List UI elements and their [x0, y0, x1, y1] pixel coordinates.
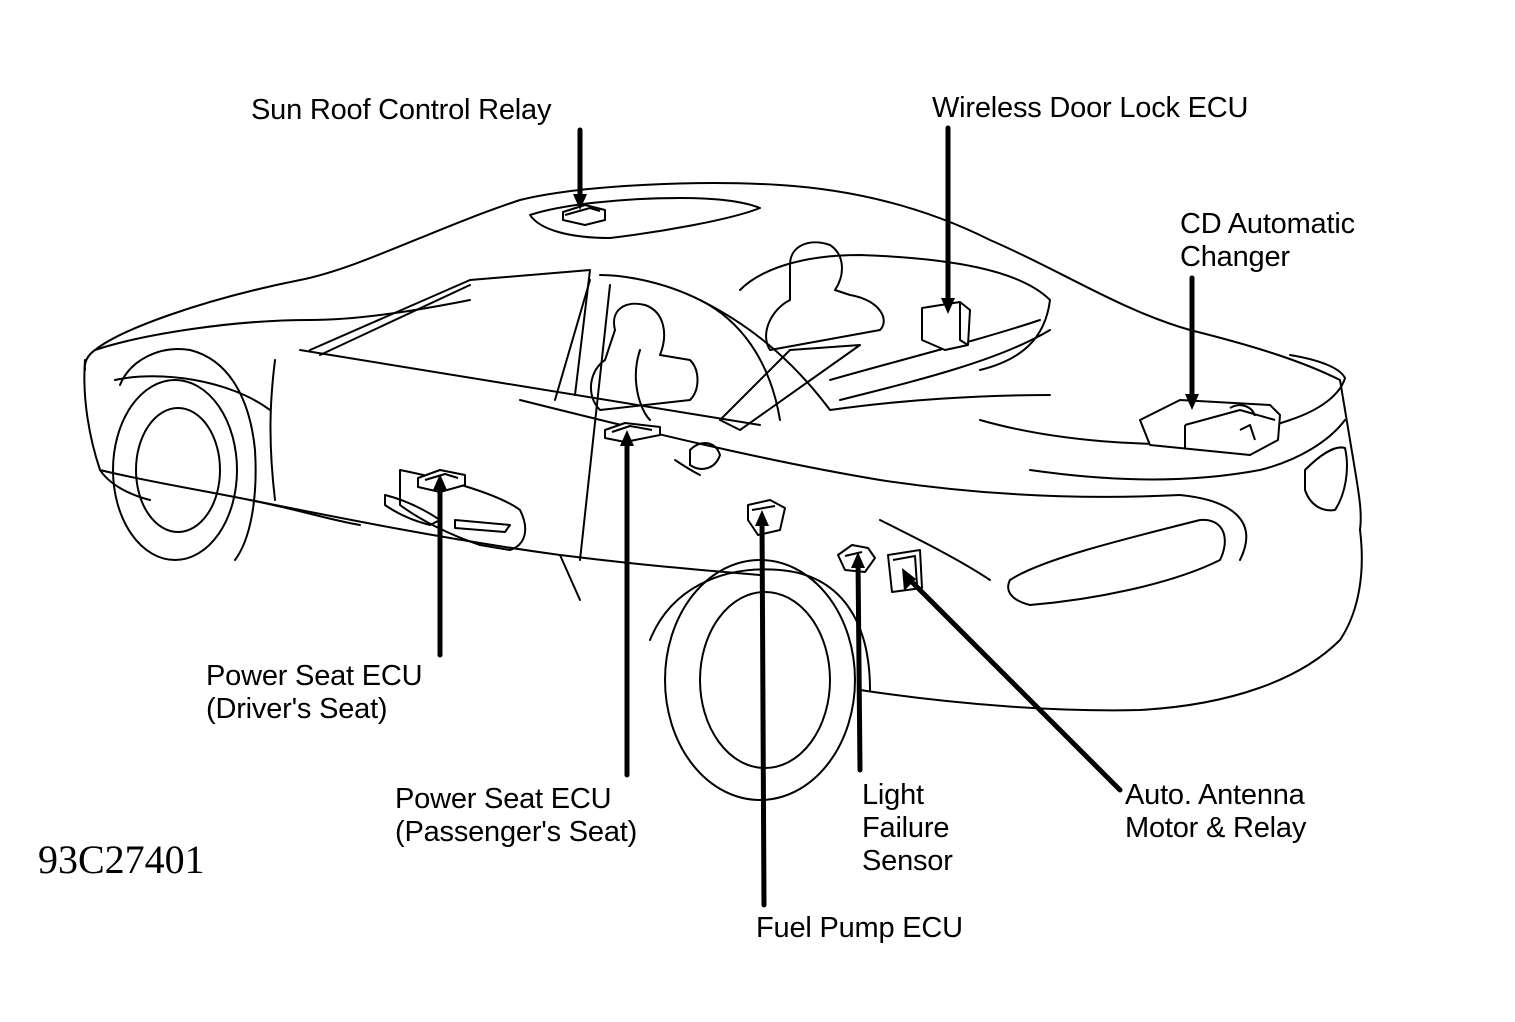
- label-line: (Driver's Seat): [206, 693, 388, 725]
- label-line: Power Seat ECU: [395, 783, 612, 815]
- leader-light-failure: [855, 557, 863, 773]
- label-fuel-pump-ecu: Fuel Pump ECU: [756, 912, 963, 945]
- arrowhead-auto-antenna: [902, 568, 916, 591]
- arrowhead-sun-roof: [573, 194, 587, 210]
- leader-lines: [437, 125, 1195, 908]
- label-cd-automatic-changer: CD Automatic Changer: [1180, 208, 1355, 274]
- label-wireless-door-lock-ecu: Wireless Door Lock ECU: [932, 92, 1248, 125]
- arrowhead-wireless-door-lock: [941, 298, 955, 314]
- leader-fuel-pump: [759, 515, 767, 908]
- label-line: Motor & Relay: [1125, 812, 1307, 844]
- leader-auto-antenna: [907, 577, 1123, 793]
- label-line: Auto. Antenna: [1125, 779, 1305, 811]
- arrowhead-light-failure: [851, 552, 865, 568]
- figure-number: 93C27401: [38, 837, 205, 882]
- label-sun-roof-control-relay: Sun Roof Control Relay: [251, 94, 551, 127]
- label-line: Power Seat ECU: [206, 660, 423, 692]
- arrowhead-fuel-pump: [755, 510, 769, 526]
- label-line: Wireless Door Lock ECU: [932, 92, 1249, 124]
- label-line: (Passenger's Seat): [395, 816, 638, 848]
- label-line: Failure: [862, 812, 950, 844]
- label-line: Light: [862, 779, 924, 811]
- label-line: CD Automatic: [1180, 208, 1355, 240]
- arrowhead-power-seat-driver: [433, 474, 447, 490]
- label-line: Sun Roof Control Relay: [251, 94, 552, 126]
- label-auto-antenna-motor-relay: Auto. Antenna Motor & Relay: [1125, 779, 1306, 845]
- label-line: Sensor: [862, 845, 953, 877]
- label-power-seat-ecu-driver: Power Seat ECU (Driver's Seat): [206, 660, 423, 726]
- car-body-outline: [83, 182, 1363, 801]
- label-line: Changer: [1180, 241, 1290, 273]
- arrowhead-cd-changer: [1185, 394, 1199, 410]
- component-boxes: [417, 204, 1281, 593]
- arrow-heads: [433, 194, 1199, 591]
- label-line: Fuel Pump ECU: [756, 912, 963, 944]
- label-light-failure-sensor: Light Failure Sensor: [862, 779, 953, 878]
- label-power-seat-ecu-passenger: Power Seat ECU (Passenger's Seat): [395, 783, 637, 849]
- arrowhead-power-seat-passenger: [620, 430, 634, 446]
